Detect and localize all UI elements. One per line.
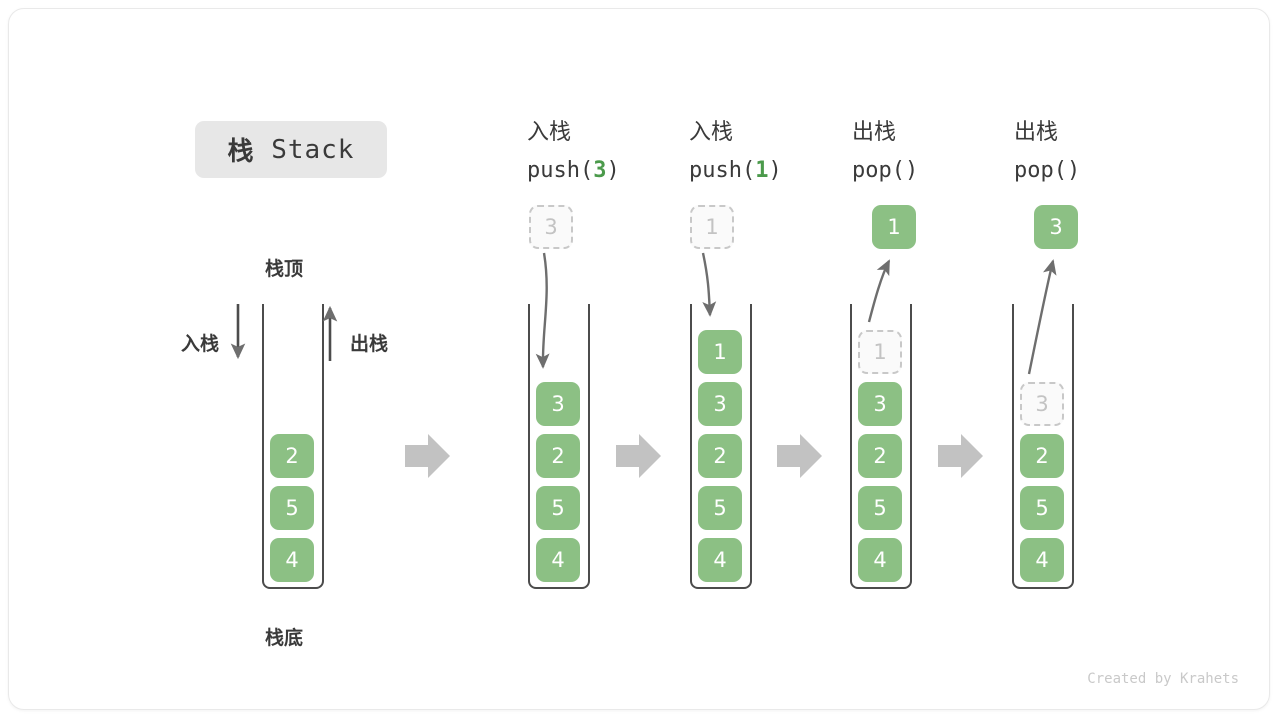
stack-node: 2 (536, 434, 580, 478)
stack-node: 4 (1020, 538, 1064, 582)
stack-node: 2 (698, 434, 742, 478)
stack-container-initial (262, 304, 324, 589)
code-prefix: push( (527, 158, 594, 183)
stack-node: 3 (698, 382, 742, 426)
stack-container-push-1 (690, 304, 752, 589)
title-cn: 栈 (227, 137, 255, 167)
column-header-cn: 入栈 (527, 120, 572, 145)
stack-node: 5 (698, 486, 742, 530)
column-header-cn: 出栈 (852, 120, 897, 145)
code-suffix: ) (1066, 158, 1081, 183)
stack-node: 4 (270, 538, 314, 582)
code-arg: 3 (593, 158, 607, 183)
stack-top-label: 栈顶 (265, 258, 304, 280)
stack-node: 4 (536, 538, 580, 582)
stack-node: 5 (536, 486, 580, 530)
code-suffix: ) (904, 158, 919, 183)
column-header-pop-1: 出栈 pop() (852, 114, 918, 190)
title-badge: 栈 Stack (195, 121, 387, 178)
step-arrow-2-icon (616, 434, 661, 478)
column-header-cn: 出栈 (1014, 120, 1059, 145)
stack-ghost-node: 1 (858, 330, 902, 374)
code-suffix: ) (768, 158, 782, 183)
stack-node: 2 (270, 434, 314, 478)
floating-ghost-node: 1 (690, 205, 734, 249)
step-arrow-3-icon (777, 434, 822, 478)
column-header-push-3: 入栈 push(3) (527, 114, 620, 190)
stack-node: 5 (270, 486, 314, 530)
stack-node: 2 (1020, 434, 1064, 478)
push-direction-label: 入栈 (181, 333, 220, 355)
code-suffix: ) (606, 158, 620, 183)
arrow-overlay (230, 252, 1057, 478)
stack-ghost-node: 3 (1020, 382, 1064, 426)
title-en: Stack (271, 134, 355, 165)
stack-node: 3 (858, 382, 902, 426)
stack-node: 4 (858, 538, 902, 582)
column-header-code: push(1) (689, 152, 782, 190)
pop-direction-label: 出栈 (350, 333, 389, 355)
code-arg: 1 (755, 158, 769, 183)
diagram-card: 栈 Stack 栈顶 栈底 入栈 出栈 入栈 push(3) 入栈 push(1… (8, 8, 1270, 710)
stack-node: 3 (536, 382, 580, 426)
stack-container-pop-3 (1012, 304, 1074, 589)
stack-node: 5 (1020, 486, 1064, 530)
step-arrow-4-icon (938, 434, 983, 478)
code-prefix: push( (689, 158, 756, 183)
column-header-cn: 入栈 (689, 120, 734, 145)
column-header-push-1: 入栈 push(1) (689, 114, 782, 190)
floating-ghost-node: 3 (529, 205, 573, 249)
column-header-code: pop() (1014, 152, 1080, 190)
popped-node: 1 (872, 205, 916, 249)
stack-bottom-label: 栈底 (265, 627, 304, 649)
footer-credit: Created by Krahets (1087, 671, 1239, 687)
popped-node: 3 (1034, 205, 1078, 249)
stack-container-push-3 (528, 304, 590, 589)
stack-node: 5 (858, 486, 902, 530)
stack-container-pop-1 (850, 304, 912, 589)
stack-node: 1 (698, 330, 742, 374)
step-arrow-1-icon (405, 434, 450, 478)
stack-node: 2 (858, 434, 902, 478)
code-prefix: pop( (852, 158, 905, 183)
column-header-code: push(3) (527, 152, 620, 190)
column-header-code: pop() (852, 152, 918, 190)
column-header-pop-3: 出栈 pop() (1014, 114, 1080, 190)
title-text: 栈 Stack (195, 121, 387, 178)
code-prefix: pop( (1014, 158, 1067, 183)
stack-node: 4 (698, 538, 742, 582)
